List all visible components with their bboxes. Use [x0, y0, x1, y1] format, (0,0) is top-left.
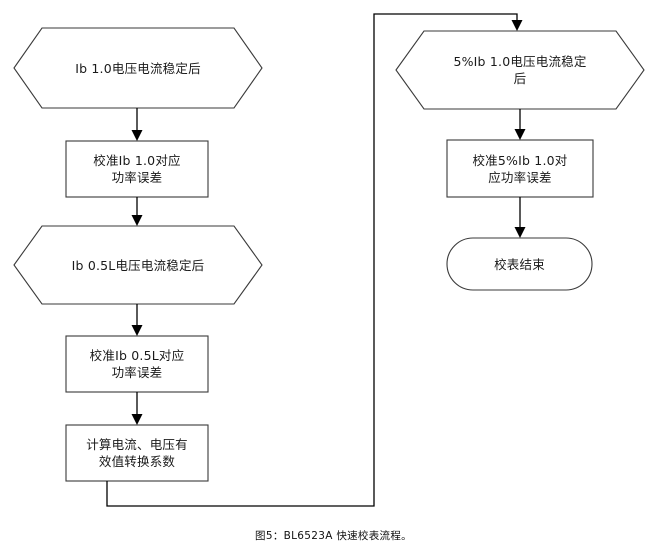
arrow-head-icon — [131, 130, 143, 141]
arrow-head-icon — [131, 325, 143, 336]
connector-compute-to-pct5-loop — [106, 13, 518, 507]
arrow-head-icon — [511, 20, 523, 31]
arrow-head-icon — [131, 215, 143, 226]
node-shape-calibrate-ib-0-5l — [65, 335, 209, 393]
node-shape-pct5-ib-1-0-stable — [395, 30, 645, 110]
node-shape-compute-rms-coefficients — [65, 424, 209, 482]
arrow-head-icon — [514, 227, 526, 238]
node-shape-ib-1-0-stable — [13, 27, 263, 109]
figure-caption: 图5：BL6523A 快速校表流程。 — [255, 530, 412, 542]
node-shape-ib-0-5l-stable — [13, 225, 263, 305]
node-shape-calibrate-5pct-ib-1-0 — [446, 139, 594, 198]
node-shape-calibrate-ib-1-0 — [65, 140, 209, 198]
arrow-head-icon — [131, 414, 143, 425]
node-shape-calibration-end — [446, 237, 593, 291]
arrow-head-icon — [514, 129, 526, 140]
